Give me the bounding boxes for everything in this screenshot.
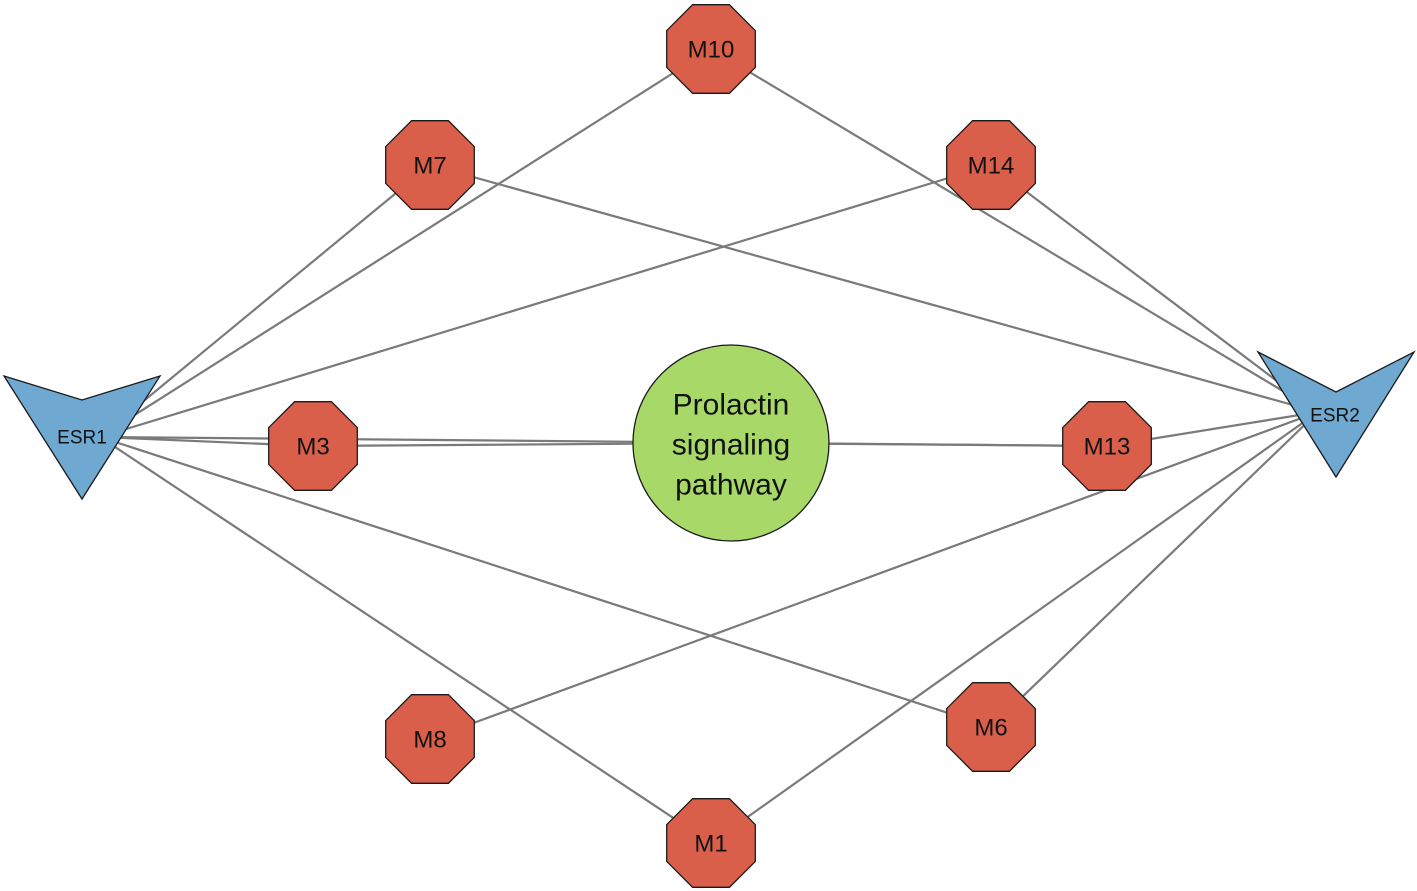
node-m3: M3 [268,401,358,491]
octagon-m14 [946,120,1036,210]
node-m6: M6 [946,682,1036,772]
edge-esr2-m8 [429,410,1319,741]
octagon-m7 [385,120,475,210]
edge-esr1-m7 [99,164,431,438]
pathway-circle [632,344,830,542]
label-m14: M14 [968,153,1015,180]
label-esr2: ESR2 [1310,406,1360,427]
edge-esr2-m7 [429,163,1319,414]
node-m8: M8 [385,694,475,784]
edge-esr2-m14 [990,164,1319,413]
triangle-esr1 [2,374,162,501]
label-m3: M3 [296,434,329,461]
pathway-label-line-1: Prolactin [673,389,790,422]
edge-esr1-m1 [99,436,712,844]
edge-esr2-m6 [990,411,1319,728]
label-esr1: ESR1 [57,428,107,449]
node-esr2: ESR2 [1256,350,1416,479]
edge-layer [99,48,1319,844]
node-m14: M14 [946,120,1036,210]
node-m13: M13 [1062,401,1152,491]
triangle-esr2 [1256,350,1416,479]
edge-esr1-m6 [99,435,992,729]
pathway-label-line-2: signaling [672,429,790,462]
label-m6: M6 [974,715,1007,742]
label-m7: M7 [413,153,446,180]
label-m10: M10 [688,37,735,64]
pathway-label-line-3: pathway [675,469,787,502]
octagon-m10 [666,4,756,94]
octagon-m1 [666,798,756,888]
edge-esr1-m10 [99,48,712,438]
edge-esr2-m1 [710,411,1319,844]
node-m1: M1 [666,798,756,888]
node-esr1: ESR1 [2,374,162,501]
edge-esr1-m14 [99,163,992,439]
label-m1: M1 [694,831,727,858]
edge-esr2-m10 [710,48,1319,413]
label-m13: M13 [1084,434,1131,461]
octagon-m6 [946,682,1036,772]
octagon-m13 [1062,401,1152,491]
label-m8: M8 [413,727,446,754]
node-pathway: Prolactin signaling pathway [632,344,830,542]
octagon-m3 [268,401,358,491]
node-m7: M7 [385,120,475,210]
node-m10: M10 [666,4,756,94]
octagon-m8 [385,694,475,784]
